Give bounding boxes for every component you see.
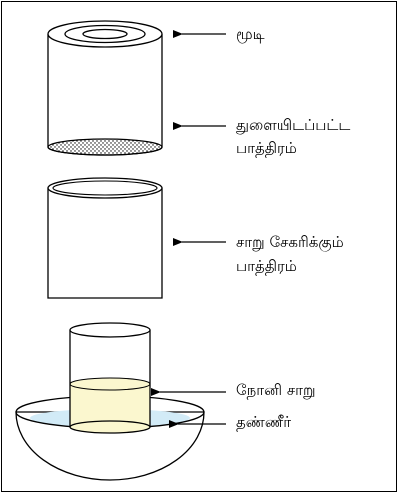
juice-vessel <box>69 322 151 434</box>
collecting-label-line1: சாறு சேகரிக்கும் <box>236 233 344 251</box>
lid-label: மூடி <box>236 25 265 43</box>
collecting-vessel <box>47 177 163 299</box>
perforated-base <box>47 138 163 156</box>
juice-label: நோனி சாறு <box>236 381 316 399</box>
perforated-label-line1: துளையிடப்பட்ட <box>236 116 351 134</box>
lid-cylinder <box>47 20 163 156</box>
juice-fill <box>70 384 150 427</box>
collecting-label-line2: பாத்திரம் <box>236 257 297 275</box>
perforated-label-line2: பாத்திரம் <box>236 139 297 157</box>
water-label: தண்ணீர் <box>236 413 292 431</box>
